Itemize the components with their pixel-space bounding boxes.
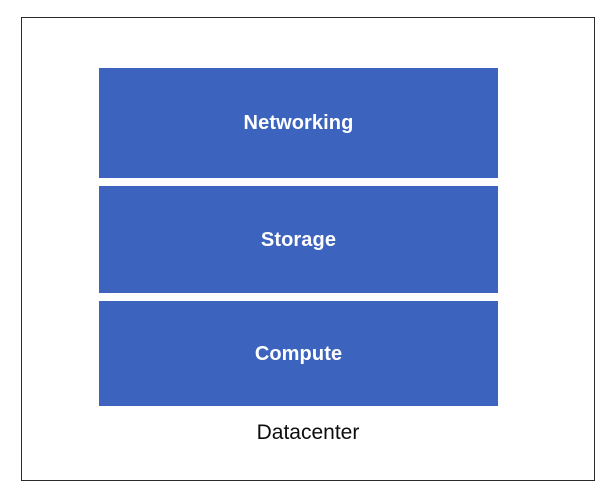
layer-box-networking[interactable]: Networking bbox=[99, 68, 498, 178]
layer-label-networking: Networking bbox=[243, 112, 354, 134]
layer-box-storage[interactable]: Storage bbox=[99, 186, 498, 293]
datacenter-caption: Datacenter bbox=[256, 421, 360, 444]
layer-label-compute: Compute bbox=[254, 342, 343, 365]
layer-label-storage: Storage bbox=[260, 228, 337, 251]
layer-box-compute[interactable]: Compute bbox=[99, 301, 498, 406]
datacenter-layer-stack: Networking Storage Compute bbox=[99, 68, 498, 406]
